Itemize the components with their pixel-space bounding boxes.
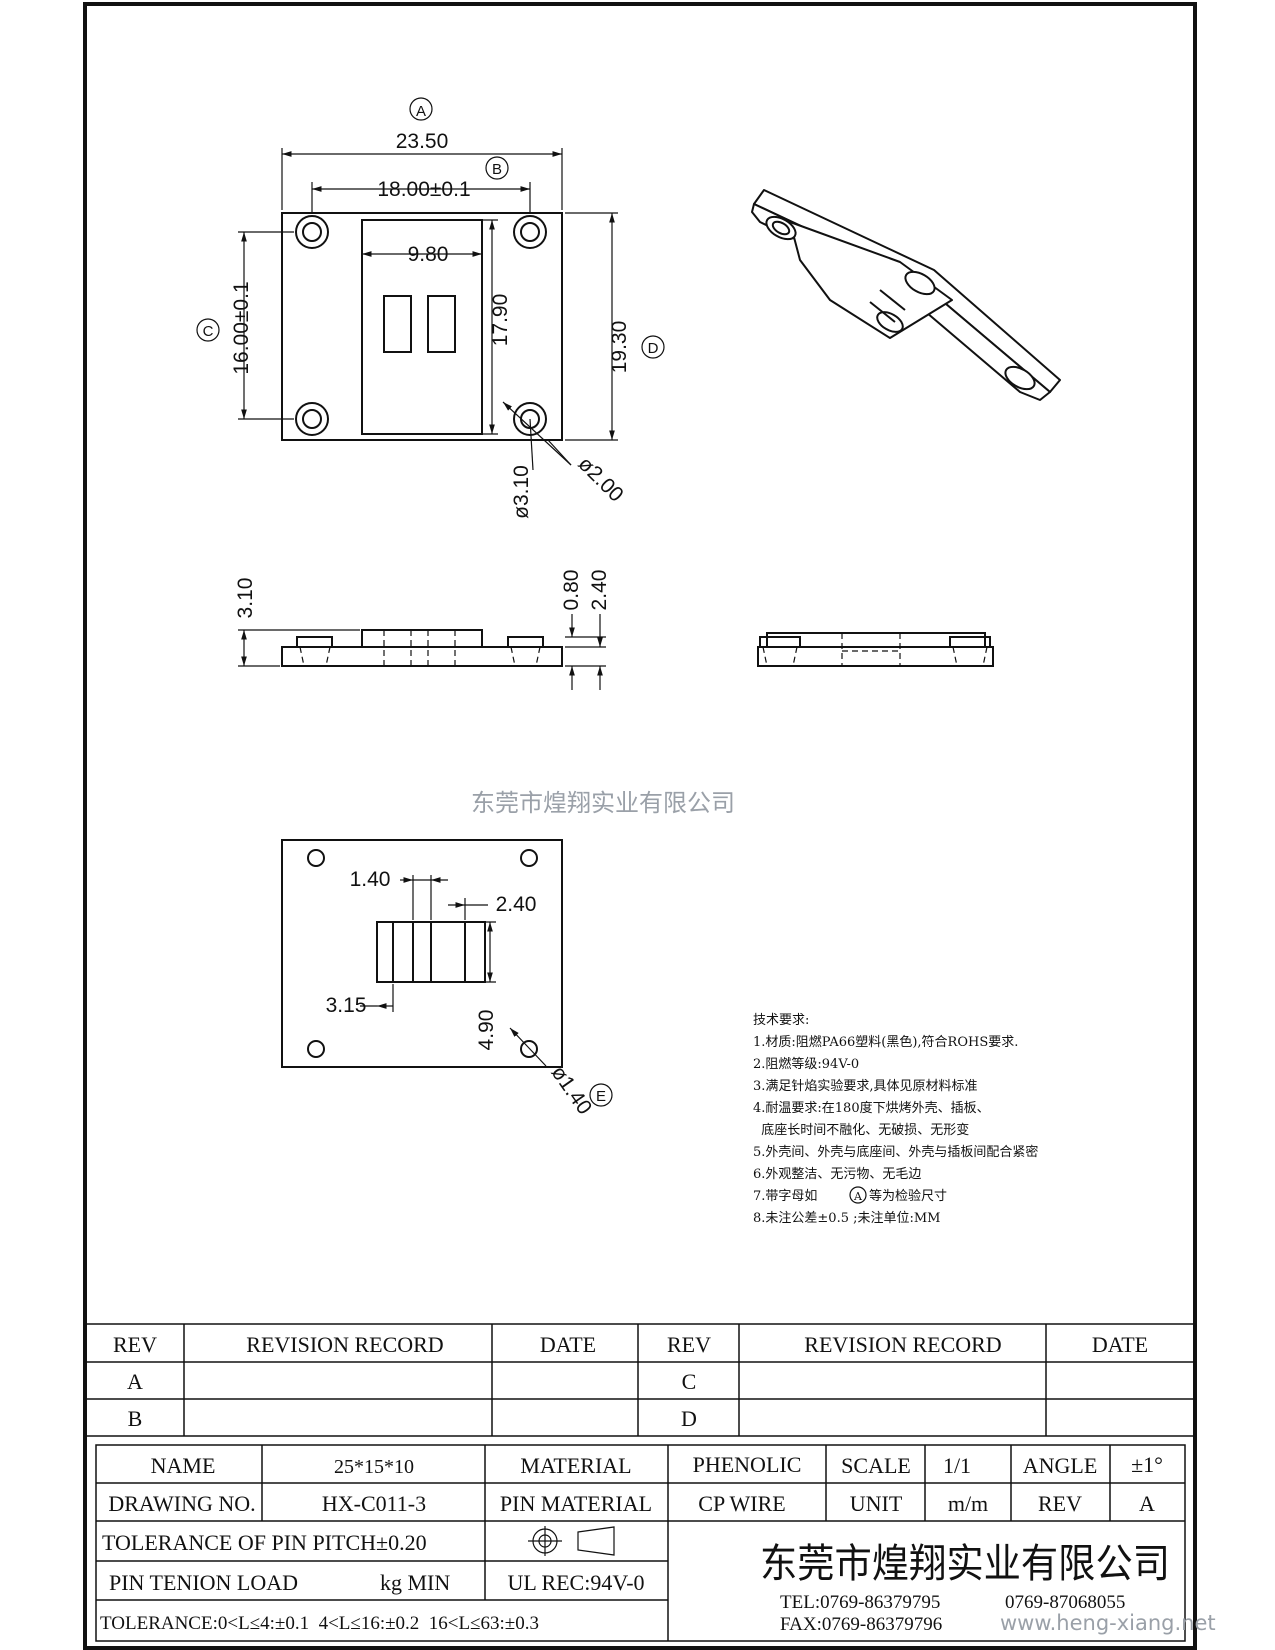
revision-table: REV REVISION RECORD DATE REV REVISION RE… bbox=[113, 1332, 1148, 1431]
isometric-view bbox=[751, 189, 1061, 401]
rev-label: REV bbox=[1038, 1491, 1082, 1516]
top-view-slot-right bbox=[427, 295, 456, 353]
bottom-view-dim-labels: 1.40 2.40 3.15 4.90 ø1.40 E bbox=[326, 868, 613, 1119]
note-line7-circle-letter: A bbox=[853, 1190, 863, 1203]
general-tolerance: TOLERANCE:0<L≤4:±0.1 4<L≤16:±0.2 16<L≤63… bbox=[100, 1613, 539, 1634]
rev-cell: B bbox=[128, 1406, 143, 1431]
pin-load-unit: kg MIN bbox=[380, 1570, 450, 1595]
pin-material-value: CP WIRE bbox=[698, 1491, 785, 1516]
hole-outer-diameter: ø3.10 bbox=[510, 465, 533, 519]
front-side-view bbox=[281, 629, 563, 667]
material-label: MATERIAL bbox=[520, 1453, 631, 1478]
pin-material-label: PIN MATERIAL bbox=[500, 1491, 652, 1516]
angle-value: ±1° bbox=[1131, 1452, 1163, 1477]
inner-width-dimension: 9.80 bbox=[408, 243, 449, 266]
notes-title: 技术要求: bbox=[753, 1013, 809, 1028]
top-view-dimensions bbox=[238, 148, 618, 471]
angle-label: ANGLE bbox=[1023, 1453, 1098, 1478]
step-dimension: 0.80 bbox=[560, 570, 583, 611]
hole-inner-diameter: ø2.00 bbox=[573, 452, 627, 506]
scale-label: SCALE bbox=[841, 1453, 911, 1478]
total-height-dimension: 3.10 bbox=[234, 578, 257, 619]
hole-pitch-y-dimension: 16.00±0.1 bbox=[230, 281, 253, 374]
inner-height-dimension: 17.90 bbox=[489, 294, 512, 347]
rev-value: A bbox=[1139, 1491, 1155, 1516]
note-line: 3.满足针焰实验要求,具体见原材料标准 bbox=[753, 1078, 978, 1094]
company-name: 东莞市煌翔实业有限公司 bbox=[760, 1541, 1170, 1587]
note-line: 8.未注公差±0.5 ;未注单位:MM bbox=[753, 1211, 941, 1226]
pin-load-label: PIN TENION LOAD bbox=[109, 1570, 298, 1595]
height-dimension: 19.30 bbox=[608, 321, 631, 374]
pin-hole-diameter: ø1.40 bbox=[547, 1062, 597, 1119]
revision-record-header: REVISION RECORD bbox=[246, 1332, 443, 1357]
center-watermark: 东莞市煌翔实业有限公司 bbox=[471, 789, 735, 817]
top-view-inner-frame bbox=[361, 219, 483, 435]
website-watermark: www.heng-xiang.net bbox=[1000, 1611, 1216, 1635]
note-line: 底座长时间不融化、无破损、无形变 bbox=[753, 1122, 969, 1138]
note-line: 5.外壳间、外壳与底座间、外壳与插板间配合紧密 bbox=[753, 1144, 1038, 1160]
technical-notes: 技术要求: 1.材质:阻燃PA66塑料(黑色),符合ROHS要求. 2.阻燃等级… bbox=[753, 1013, 1038, 1226]
rev-cell: D bbox=[681, 1406, 697, 1431]
note-line: 4.耐温要求:在180度下烘烤外壳、插板、 bbox=[753, 1100, 990, 1116]
datum-b-label: B bbox=[492, 161, 502, 178]
company-tel-2: 0769-87068055 bbox=[1005, 1592, 1125, 1613]
ul-rec: UL REC:94V-0 bbox=[507, 1570, 644, 1595]
drawing-frame bbox=[83, 2, 1197, 1650]
rev-header: REV bbox=[113, 1332, 157, 1357]
title-block-grid bbox=[95, 1444, 1186, 1642]
datum-a-label: A bbox=[416, 103, 426, 120]
material-value: PHENOLIC bbox=[693, 1452, 802, 1477]
top-view-slot-left bbox=[383, 295, 412, 353]
datum-c-label: C bbox=[203, 323, 214, 340]
note-line: 6.外观整洁、无污物、无毛边 bbox=[753, 1167, 921, 1182]
slot-height-dimension: 4.90 bbox=[475, 1010, 498, 1051]
name-label: NAME bbox=[151, 1453, 216, 1478]
title-block: NAME 25*15*10 MATERIAL PHENOLIC SCALE 1/… bbox=[100, 1452, 1216, 1635]
note-line: 7.带字母如 bbox=[753, 1188, 817, 1204]
width-dimension: 23.50 bbox=[396, 130, 449, 153]
date-header: DATE bbox=[1092, 1332, 1148, 1357]
datum-e-label: E bbox=[596, 1088, 606, 1105]
bottom-view bbox=[281, 839, 563, 1068]
top-view bbox=[281, 212, 563, 441]
projection-symbol bbox=[528, 1526, 615, 1556]
company-tel: TEL:0769-86379795 bbox=[780, 1592, 940, 1613]
revision-table-grid bbox=[84, 1323, 1196, 1437]
company-fax: FAX:0769-86379796 bbox=[780, 1614, 942, 1635]
rev-cell: A bbox=[127, 1369, 143, 1394]
bottom-view-dimensions bbox=[360, 875, 547, 1067]
revision-record-header: REVISION RECORD bbox=[804, 1332, 1001, 1357]
rev-cell: C bbox=[682, 1369, 697, 1394]
front-side-dimensions bbox=[238, 614, 606, 690]
slot-offset-dimension: 3.15 bbox=[326, 994, 367, 1017]
base-thickness-dimension: 2.40 bbox=[588, 570, 611, 611]
datum-d-label: D bbox=[648, 340, 659, 357]
hole-pitch-x-dimension: 18.00±0.1 bbox=[377, 178, 470, 201]
pin-pitch-tolerance: TOLERANCE OF PIN PITCH±0.20 bbox=[102, 1530, 427, 1555]
drawing-no-value: HX-C011-3 bbox=[322, 1491, 426, 1516]
note-line7-tail: 等为检验尺寸 bbox=[869, 1188, 947, 1204]
unit-value: m/m bbox=[948, 1491, 988, 1516]
name-value: 25*15*10 bbox=[334, 1456, 414, 1478]
note-line: 1.材质:阻燃PA66塑料(黑色),符合ROHS要求. bbox=[753, 1034, 1018, 1050]
unit-label: UNIT bbox=[850, 1491, 903, 1516]
drawing-no-label: DRAWING NO. bbox=[108, 1491, 255, 1516]
top-view-body bbox=[281, 212, 563, 441]
slot-gap-dimension: 1.40 bbox=[350, 868, 391, 891]
top-view-holes bbox=[295, 215, 547, 436]
note-line: 2.阻燃等级:94V-0 bbox=[753, 1056, 859, 1072]
top-view-dim-labels: A 23.50 B 18.00±0.1 9.80 17.90 C 16.00±0… bbox=[196, 97, 665, 519]
right-side-view bbox=[757, 632, 994, 667]
slot-width-dimension: 2.40 bbox=[496, 893, 537, 916]
scale-value: 1/1 bbox=[943, 1453, 971, 1478]
rev-header: REV bbox=[667, 1332, 711, 1357]
date-header: DATE bbox=[540, 1332, 596, 1357]
